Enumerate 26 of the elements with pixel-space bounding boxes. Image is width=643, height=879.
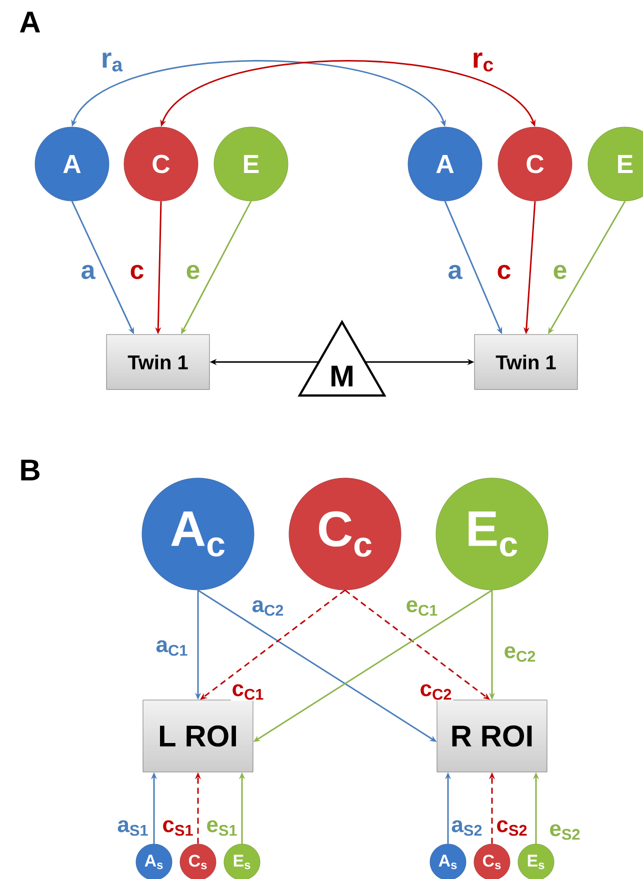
variable-box: R ROI: [436, 700, 548, 772]
edge-label: e$_{S2}$: [548, 823, 582, 841]
edge-label: a$_{C2}$: [250, 599, 286, 617]
edge-label: e: [552, 264, 568, 280]
edge-label: c$_{S1}$: [161, 819, 195, 837]
edge-label: c$_{S2}$: [495, 819, 529, 837]
edge-label: c$_{C1}$: [230, 683, 266, 701]
edge-label: a$_{S2}$: [450, 819, 484, 837]
edge-label: e$_{C1}$: [404, 599, 440, 617]
edge-label: a$_{S1}$: [116, 819, 150, 837]
edge-label: a: [80, 264, 96, 280]
edge-label: e$_{C2}$: [502, 645, 538, 663]
edge-label: r$_{c}$: [470, 52, 496, 73]
edge-label: a$_{C1}$: [154, 639, 190, 657]
variable-box: Twin 1: [106, 334, 210, 390]
edge-label: a: [446, 264, 464, 280]
edge-label: e: [184, 264, 202, 280]
edge-label: e$_{S1}$: [205, 819, 239, 837]
edge-label: r$_{a}$: [100, 52, 124, 73]
edge-label: c: [128, 264, 146, 280]
panel-letter: A: [20, 12, 40, 32]
edge-label: c: [496, 264, 512, 280]
panel-letter: B: [21, 460, 40, 480]
edge-label: c$_{C2}$: [418, 683, 454, 701]
variable-box: Twin 1: [474, 334, 578, 390]
variable-box: L ROI: [142, 700, 254, 772]
